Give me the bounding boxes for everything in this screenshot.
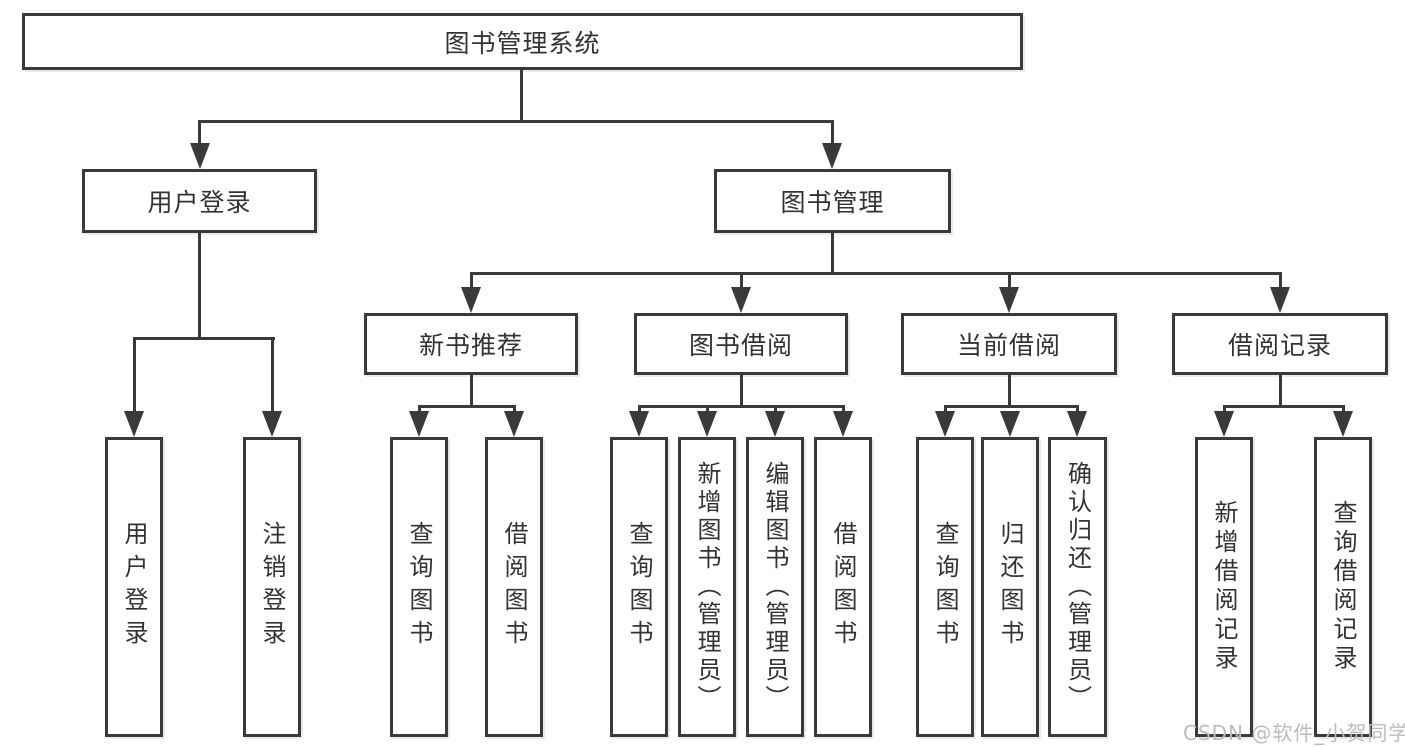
connector-line bbox=[774, 405, 777, 414]
arrow-down-icon bbox=[1000, 411, 1020, 437]
connector-line bbox=[1223, 405, 1226, 414]
connector-line bbox=[944, 405, 1079, 408]
connector-line bbox=[520, 70, 523, 123]
branch-book-management-box: 图书管理 bbox=[714, 169, 951, 233]
arrow-down-icon bbox=[1214, 411, 1234, 437]
leaf-query-borrow-record-label: 查询借阅记录 bbox=[1329, 500, 1357, 674]
leaf-borrow-books-box: 借阅图书 bbox=[814, 437, 872, 737]
arrow-down-icon bbox=[1270, 287, 1290, 313]
branch-user-login-box: 用户登录 bbox=[82, 169, 317, 233]
root-box-library-system: 图书管理系统 bbox=[22, 13, 1023, 70]
leaf-add-book-admin-label: 新增图书（管理员） bbox=[693, 461, 721, 713]
arrow-down-icon bbox=[731, 287, 751, 313]
node-book-borrow-box: 图书借阅 bbox=[634, 313, 848, 375]
arrow-down-icon bbox=[822, 143, 842, 169]
root-label: 图书管理系统 bbox=[444, 28, 601, 58]
node-new-book-recommend-box: 新书推荐 bbox=[364, 313, 578, 375]
leaf-return-book-label: 归还图书 bbox=[996, 521, 1024, 653]
connector-line bbox=[1076, 405, 1079, 414]
connector-line bbox=[740, 272, 743, 290]
connector-line bbox=[1279, 272, 1282, 290]
arrow-down-icon bbox=[833, 411, 853, 437]
node-new-book-recommend-label: 新书推荐 bbox=[418, 331, 523, 360]
leaf-query-books-recommend-label: 查询图书 bbox=[405, 521, 433, 653]
node-book-borrow-label: 图书借阅 bbox=[688, 331, 793, 360]
leaf-return-book-box: 归还图书 bbox=[981, 437, 1039, 737]
connector-line bbox=[271, 337, 274, 413]
connector-line bbox=[1008, 375, 1011, 407]
leaf-query-books-recommend-box: 查询图书 bbox=[390, 437, 448, 737]
branch-user-login-label: 用户登录 bbox=[147, 188, 252, 217]
leaf-confirm-return-admin-box: 确认归还（管理员） bbox=[1048, 437, 1107, 737]
connector-line bbox=[1279, 375, 1282, 407]
connector-line bbox=[470, 272, 473, 290]
arrow-down-icon bbox=[124, 411, 144, 437]
connector-line bbox=[706, 405, 709, 414]
connector-line bbox=[1342, 405, 1345, 414]
leaf-query-borrow-record-box: 查询借阅记录 bbox=[1314, 437, 1372, 737]
leaf-query-books-borrow-box: 查询图书 bbox=[610, 437, 668, 737]
leaf-query-books-current-label: 查询图书 bbox=[931, 521, 959, 653]
branch-book-management-label: 图书管理 bbox=[780, 188, 885, 217]
node-current-borrow-box: 当前借阅 bbox=[901, 313, 1117, 375]
connector-line bbox=[831, 120, 834, 146]
leaf-add-book-admin-box: 新增图书（管理员） bbox=[678, 437, 736, 737]
connector-line bbox=[198, 120, 201, 146]
arrow-down-icon bbox=[262, 411, 282, 437]
node-borrow-record-box: 借阅记录 bbox=[1172, 313, 1388, 375]
arrow-down-icon bbox=[999, 287, 1019, 313]
node-borrow-record-label: 借阅记录 bbox=[1227, 331, 1332, 360]
arrow-down-icon bbox=[629, 411, 649, 437]
arrow-down-icon bbox=[1067, 411, 1087, 437]
leaf-add-borrow-record-label: 新增借阅记录 bbox=[1210, 500, 1238, 674]
leaf-logout-label: 注销登录 bbox=[258, 521, 286, 653]
leaf-borrow-books-label: 借阅图书 bbox=[829, 521, 857, 653]
connector-line bbox=[198, 233, 201, 339]
arrow-down-icon bbox=[190, 143, 210, 169]
connector-line bbox=[418, 405, 516, 408]
node-current-borrow-label: 当前借阅 bbox=[956, 331, 1061, 360]
connector-line bbox=[638, 405, 641, 414]
leaf-edit-book-admin-box: 编辑图书（管理员） bbox=[746, 437, 804, 737]
connector-line bbox=[1008, 272, 1011, 290]
arrow-down-icon bbox=[461, 287, 481, 313]
arrow-down-icon bbox=[765, 411, 785, 437]
connector-line bbox=[513, 405, 516, 414]
leaf-logout-box: 注销登录 bbox=[243, 437, 301, 737]
connector-line bbox=[198, 120, 834, 123]
connector-line bbox=[470, 375, 473, 407]
leaf-borrow-books-recommend-box: 借阅图书 bbox=[485, 437, 543, 737]
arrow-down-icon bbox=[935, 411, 955, 437]
connector-line bbox=[740, 375, 743, 407]
leaf-query-books-current-box: 查询图书 bbox=[916, 437, 974, 737]
arrow-down-icon bbox=[409, 411, 429, 437]
leaf-add-borrow-record-box: 新增借阅记录 bbox=[1195, 437, 1253, 737]
arrow-down-icon bbox=[504, 411, 524, 437]
connector-line bbox=[418, 405, 421, 414]
leaf-user-login-label: 用户登录 bbox=[120, 521, 148, 653]
csdn-watermark: CSDN @软件_小贺同学 bbox=[1183, 721, 1405, 745]
leaf-query-books-borrow-label: 查询图书 bbox=[625, 521, 653, 653]
leaf-user-login-box: 用户登录 bbox=[105, 437, 163, 737]
connector-line bbox=[1223, 405, 1345, 408]
arrow-down-icon bbox=[1333, 411, 1353, 437]
connector-line bbox=[638, 405, 845, 408]
connector-line bbox=[831, 233, 834, 275]
connector-line bbox=[842, 405, 845, 414]
connector-line bbox=[470, 272, 1282, 275]
leaf-edit-book-admin-label: 编辑图书（管理员） bbox=[761, 461, 789, 713]
connector-line bbox=[133, 337, 275, 340]
connector-line bbox=[944, 405, 947, 414]
arrow-down-icon bbox=[697, 411, 717, 437]
leaf-borrow-books-recommend-label: 借阅图书 bbox=[500, 521, 528, 653]
connector-line bbox=[133, 337, 136, 413]
leaf-confirm-return-admin-label: 确认归还（管理员） bbox=[1063, 461, 1092, 713]
